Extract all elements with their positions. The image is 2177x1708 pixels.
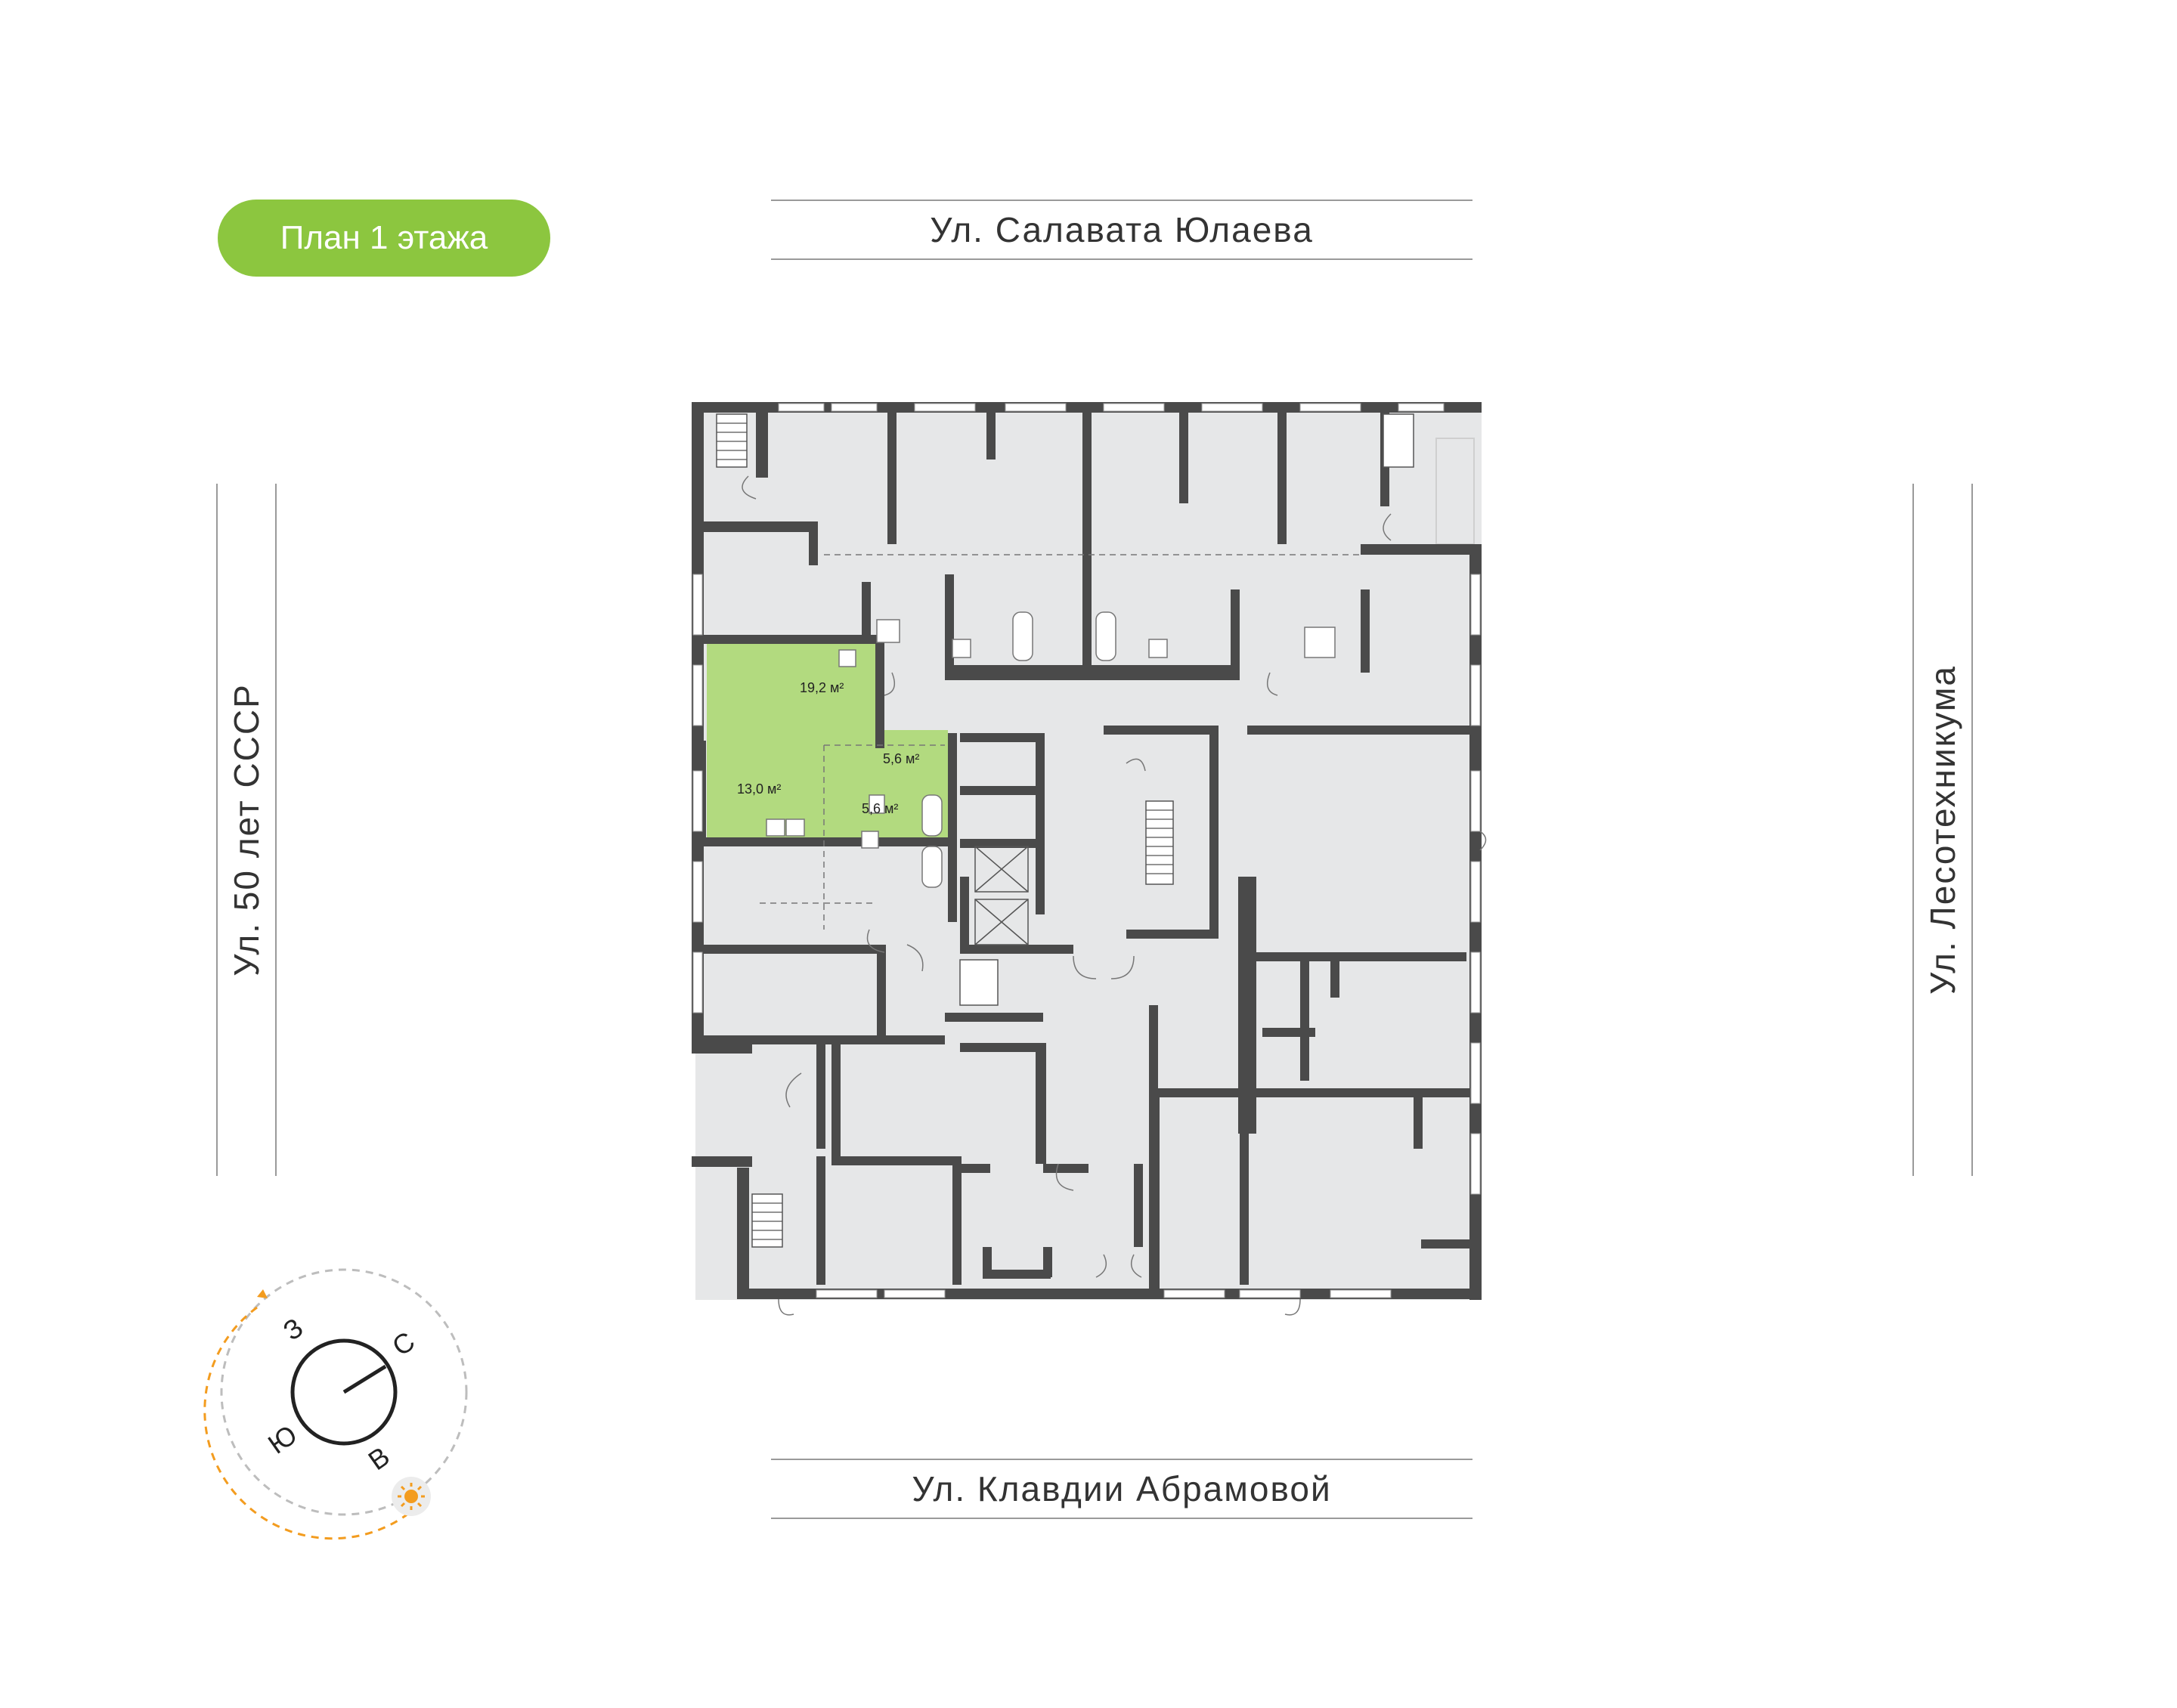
- street-east: Ул. Лесотехникума: [1912, 484, 1973, 1176]
- plan-title: План 1 этажа: [280, 219, 488, 256]
- direction-arrow-icon: [257, 1289, 268, 1298]
- compass-south: Ю: [262, 1419, 302, 1459]
- doors: [742, 475, 1487, 1316]
- fixtures: [766, 611, 1336, 888]
- sun-icon: [392, 1477, 431, 1516]
- room-area-4: 5,6 м²: [862, 801, 898, 816]
- windows: [692, 403, 1481, 1298]
- elevators: [974, 846, 1029, 945]
- compass-north: С: [386, 1326, 420, 1362]
- room-area-3: 5,6 м²: [883, 751, 919, 766]
- room-area-2: 13,0 м²: [737, 781, 781, 797]
- street-west: Ул. 50 лет СССР: [216, 484, 277, 1176]
- street-north-label: Ул. Салавата Юлаева: [930, 210, 1314, 249]
- compass-east: В: [363, 1440, 395, 1476]
- street-south: Ул. Клавдии Абрамовой: [771, 1459, 1472, 1519]
- apartment-highlight[interactable]: [707, 641, 949, 837]
- room-labels: 19,2 м² 13,0 м² 5,6 м² 5,6 м²: [737, 680, 919, 816]
- plan-title-badge: План 1 этажа: [218, 200, 550, 277]
- compass: З С Ю В: [203, 1268, 468, 1540]
- dashed-partitions: [760, 554, 1361, 930]
- room-area-1: 19,2 м²: [800, 680, 844, 695]
- street-south-label: Ул. Клавдии Абрамовой: [912, 1469, 1332, 1508]
- street-north: Ул. Салавата Юлаева: [771, 200, 1472, 260]
- compass-west: З: [277, 1312, 308, 1347]
- stair-steps: [717, 422, 1173, 1240]
